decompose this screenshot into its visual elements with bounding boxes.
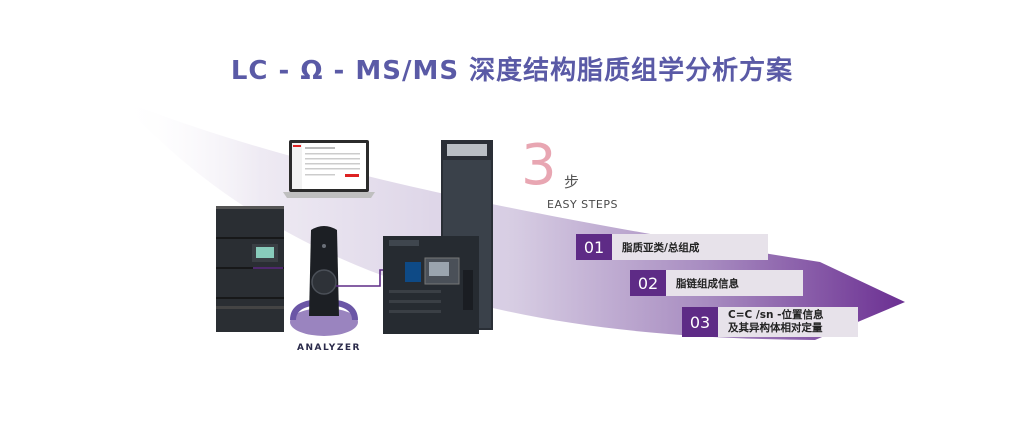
connector-line-2 <box>336 269 386 287</box>
step-label-line2: 及其异构体相对定量 <box>728 322 823 334</box>
step-label: 脂质亚类/总组成 <box>612 234 768 260</box>
step-number: 03 <box>682 307 718 337</box>
lc-system-image <box>216 206 284 332</box>
step-01: 01 脂质亚类/总组成 <box>576 234 768 260</box>
analyzer-image <box>290 226 358 336</box>
page-title: LC - Ω - MS/MS 深度结构脂质组学分析方案 <box>230 56 794 86</box>
step-number: 01 <box>576 234 612 260</box>
step-word: 步 <box>564 173 580 191</box>
analyzer-label: ANALYZER <box>297 343 361 353</box>
step-02: 02 脂链组成信息 <box>630 270 803 296</box>
easy-steps-label: EASY STEPS <box>547 198 618 211</box>
ms-instrument-image <box>383 140 493 334</box>
step-number: 02 <box>630 270 666 296</box>
step-label: 脂链组成信息 <box>666 270 803 296</box>
step-label: C=C /sn -位置信息 及其异构体相对定量 <box>718 307 858 337</box>
laptop-image <box>283 140 375 198</box>
step-label-line1: C=C /sn -位置信息 <box>728 309 824 321</box>
big-number-three: 3 <box>521 133 557 198</box>
step-03: 03 C=C /sn -位置信息 及其异构体相对定量 <box>682 307 858 337</box>
connector-line <box>253 267 283 269</box>
